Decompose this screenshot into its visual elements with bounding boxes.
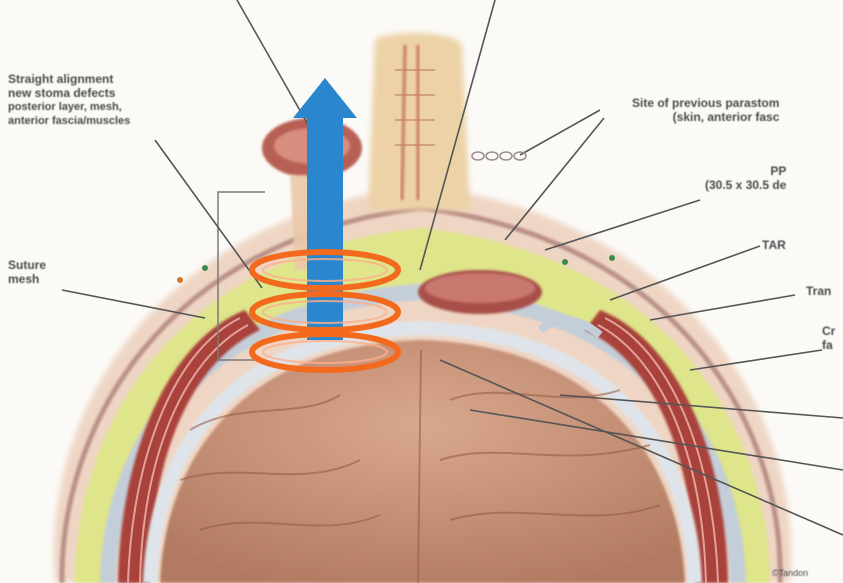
label-tran: Tran [806, 284, 831, 298]
label-suture-mesh: Suture mesh [8, 258, 46, 286]
label-pp-mesh: PP (30.5 x 30.5 de [705, 164, 786, 192]
label-cr: Cr fa [822, 324, 835, 352]
artist-signature: ©Tandon [772, 566, 808, 580]
label-previous-parastomal: Site of previous parastom (skin, anterio… [632, 96, 779, 124]
label-tar: TAR [762, 238, 786, 252]
label-straight-alignment: Straight alignment new stoma defects pos… [8, 72, 130, 128]
